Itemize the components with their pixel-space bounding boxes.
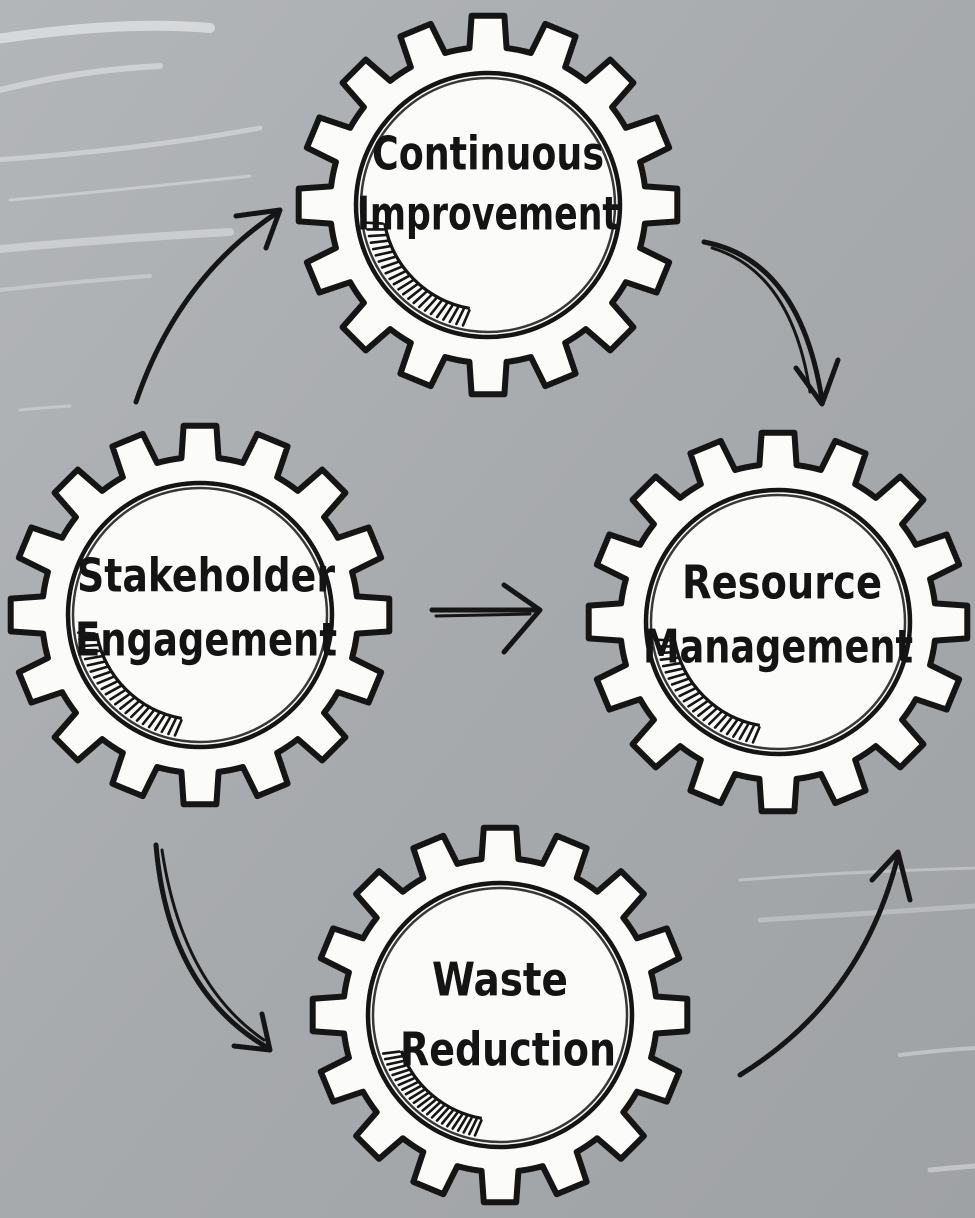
gear-label-resource-management: Resource [682,556,882,610]
chalk-streaks [0,20,975,1173]
gear-label-waste-reduction: Waste [432,953,568,1007]
gear-label-waste-reduction-2: Reduction [400,1023,616,1077]
gear-continuous-improvement: Continuous Improvement [295,12,681,398]
gear-resource-management: Resource Management [585,429,971,815]
gear-waste-reduction: Waste Reduction [309,824,691,1206]
gear-label-continuous-improvement-2: Improvement [357,187,619,241]
gear-label-stakeholder-engagement: Stakeholder [77,549,336,603]
arrow-continuous-to-resource [701,239,841,407]
gear-label-continuous-improvement: Continuous [372,127,604,181]
arrow-waste-to-resource [737,849,913,1078]
arrow-stakeholder-to-waste [153,842,273,1053]
arrow-stakeholder-to-continuous [133,207,283,405]
gear-label-stakeholder-engagement-2: Engagement [75,613,337,667]
gear-stakeholder-engagement: Stakeholder Engagement [7,422,393,808]
gears-layer: Continuous Improvement Resource Manageme… [7,12,971,1206]
gear-label-resource-management-2: Management [643,620,913,674]
arrow-stakeholder-to-resource [429,582,543,655]
arrows-layer [133,207,913,1078]
